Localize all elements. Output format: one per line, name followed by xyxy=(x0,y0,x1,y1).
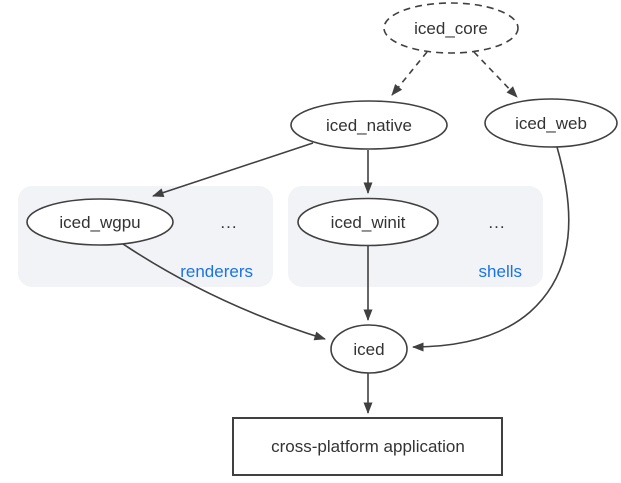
group-renderers-label: renderers xyxy=(180,262,253,281)
node-iced-winit: iced_winit xyxy=(297,197,439,247)
edge-iced-core-to-iced-native xyxy=(391,51,428,96)
node-iced-web-label: iced_web xyxy=(515,114,587,133)
group-shells-label: shells xyxy=(479,262,522,281)
node-iced-label: iced xyxy=(353,340,384,359)
node-iced-core-shape xyxy=(383,2,519,54)
node-iced-wgpu-shape xyxy=(26,198,174,246)
node-iced: iced xyxy=(330,324,408,374)
edge-iced-native-to-iced-wgpu xyxy=(152,142,314,197)
node-iced-core: iced_core xyxy=(383,2,519,54)
node-iced-wgpu: iced_wgpu xyxy=(26,198,174,246)
node-iced-winit-shape xyxy=(297,197,439,247)
node-application-label: cross-platform application xyxy=(271,437,465,456)
edge-iced-web-to-iced xyxy=(412,146,570,352)
node-application-shape xyxy=(232,417,503,476)
node-iced-shape xyxy=(330,324,408,374)
group-shells-ellipsis: ... xyxy=(488,213,505,232)
node-iced-wgpu-label: iced_wgpu xyxy=(59,213,140,232)
node-iced-core-label: iced_core xyxy=(414,19,488,38)
node-iced-web: iced_web xyxy=(484,98,618,148)
node-iced-native-label: iced_native xyxy=(326,116,412,135)
node-iced-native-shape xyxy=(290,100,448,150)
edge-iced-core-to-iced-web xyxy=(473,51,518,98)
node-iced-native: iced_native xyxy=(290,100,448,150)
group-renderers-ellipsis: ... xyxy=(220,213,237,232)
edge-iced-wgpu-to-iced xyxy=(122,243,326,341)
node-iced-winit-label: iced_winit xyxy=(331,213,406,232)
node-application: cross-platform application xyxy=(232,417,503,476)
node-iced-web-shape xyxy=(484,98,618,148)
